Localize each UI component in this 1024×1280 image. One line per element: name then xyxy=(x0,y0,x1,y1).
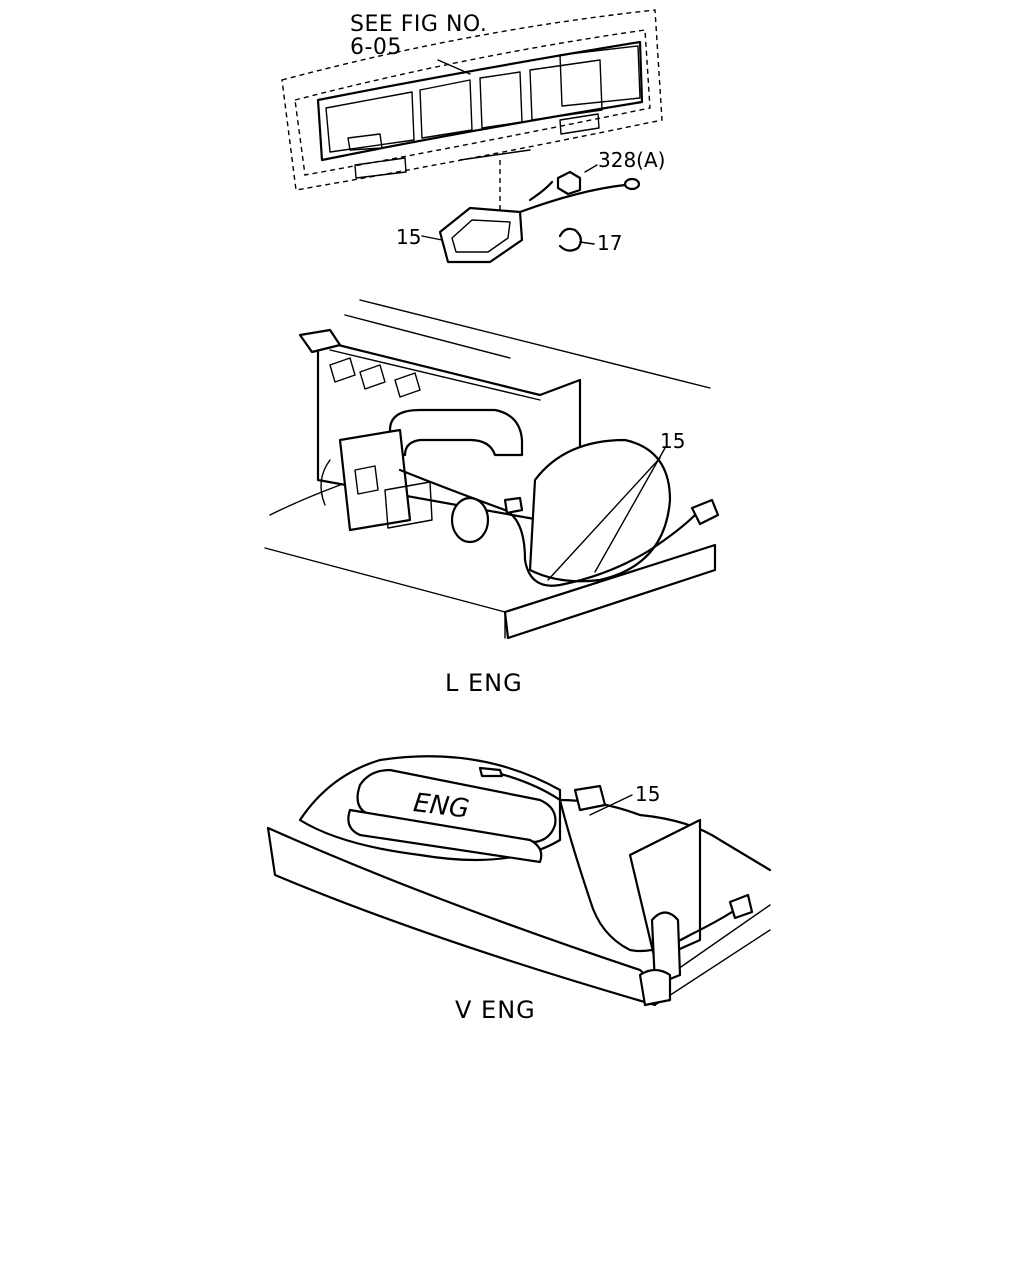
grille-assembly xyxy=(281,9,663,264)
part-17-callout: 17 xyxy=(597,231,623,255)
part-15-callout-v-eng: 15 xyxy=(635,782,661,806)
v-engine-illustration xyxy=(266,755,772,1007)
part-15-callout-top: 15 xyxy=(396,225,422,249)
v-eng-caption: V ENG xyxy=(455,996,536,1024)
part-15-callout-l-eng: 15 xyxy=(660,429,686,453)
part-328a-callout: 328(A) xyxy=(598,148,666,172)
fig-number-label: 6-05 xyxy=(350,35,402,60)
eng-plate-label: ENG xyxy=(411,788,471,825)
l-engine-illustration xyxy=(264,299,720,640)
see-fig-label: SEE FIG NO. xyxy=(350,12,488,37)
l-eng-caption: L ENG xyxy=(445,669,523,697)
